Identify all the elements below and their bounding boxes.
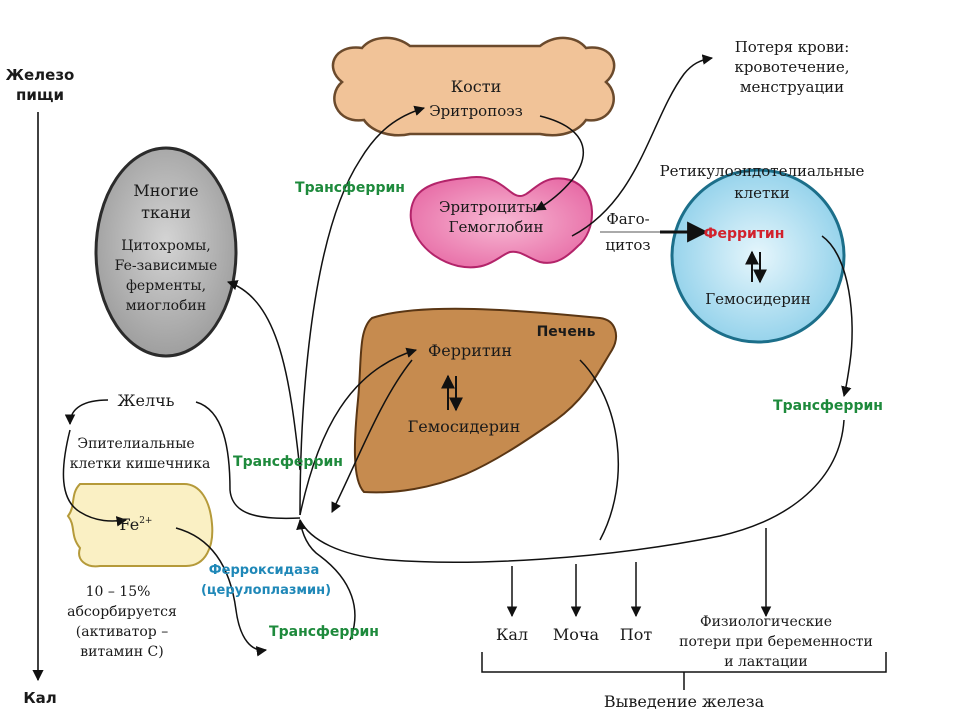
hemoglobin-label: Гемоглобин: [449, 218, 544, 236]
absorb-label: 10 – 15%: [86, 584, 151, 600]
erythrocytes-label: Эритроциты: [439, 198, 537, 216]
bones-subtitle: Эритропоэз: [429, 102, 523, 120]
reticulo-label: Ретикулоэндотелиальные: [660, 162, 865, 180]
out-feces-label: Кал: [496, 625, 528, 644]
tissues-label-4: Fe-зависимые: [115, 258, 218, 274]
retic-equilibrium-icon: [745, 250, 767, 284]
retic-hemosiderin-label: Гемосидерин: [705, 290, 811, 308]
out-sweat-label: Пот: [620, 625, 653, 644]
physio-label-3: и лактации: [724, 654, 808, 670]
reticulo-label-2: клетки: [734, 184, 789, 202]
excretion-bracket: [481, 652, 887, 690]
absorb-label-2: абсорбируется: [67, 604, 177, 620]
transferrin-top-label: Трансферрин: [295, 180, 405, 196]
retic-ferritin-label: Ферритин: [704, 226, 785, 242]
phagocytosis-label-2: цитоз: [605, 236, 650, 254]
tissues-label-3: Цитохромы,: [121, 238, 210, 254]
blood-loss-label-3: менструации: [740, 78, 844, 96]
liver-title: Печень: [537, 324, 596, 340]
epithelium-label-2: клетки кишечника: [70, 456, 211, 472]
physio-label: Физиологические: [700, 614, 832, 630]
tissues-label-2: ткани: [141, 203, 191, 222]
blood-loss-label-2: кровотечение,: [734, 58, 849, 76]
flow-arrows: [62, 54, 853, 657]
absorb-label-4: витамин С): [80, 644, 163, 660]
physio-label-2: потери при беременности: [679, 634, 873, 650]
out-urine-label: Моча: [553, 625, 600, 644]
liver-ferritin-label: Ферритин: [428, 341, 512, 360]
liver-equilibrium-icon: [441, 374, 463, 412]
transferrin-bottom-label: Трансферрин: [269, 624, 379, 640]
absorb-label-3: (активатор –: [76, 624, 168, 640]
fe-ion-label: Fe2+: [120, 515, 153, 534]
transferrin-right-label: Трансферрин: [773, 398, 883, 414]
tissues-label-6: миоглобин: [126, 298, 206, 314]
bones-title: Кости: [451, 77, 502, 96]
epithelium-label: Эпителиальные: [77, 436, 194, 452]
transferrin-mid-label: Трансферрин: [233, 454, 343, 470]
ferroxidase-label: Ферроксидаза: [209, 563, 320, 578]
feces-left-label: Кал: [23, 689, 56, 707]
erythrocytes-shape: [409, 176, 593, 269]
phagocytosis-label: Фаго-: [606, 210, 649, 228]
excretion-label: Выведение железа: [604, 692, 765, 711]
food-iron-label: Железо: [6, 66, 75, 84]
food-iron-label-2: пищи: [16, 86, 64, 104]
intestinal-epithelium: [66, 483, 214, 568]
bile-label: Желчь: [118, 391, 175, 410]
ceruloplasmin-label: (церулоплазмин): [201, 583, 331, 598]
tissues-label: Многие: [133, 181, 198, 200]
tissues-label-5: ферменты,: [126, 278, 206, 294]
liver-hemosiderin-label: Гемосидерин: [408, 417, 521, 436]
bone-shape: [331, 36, 616, 137]
liver-shape: [353, 307, 617, 494]
tissues-oval: [94, 146, 238, 358]
blood-loss-label: Потеря крови:: [735, 38, 850, 56]
